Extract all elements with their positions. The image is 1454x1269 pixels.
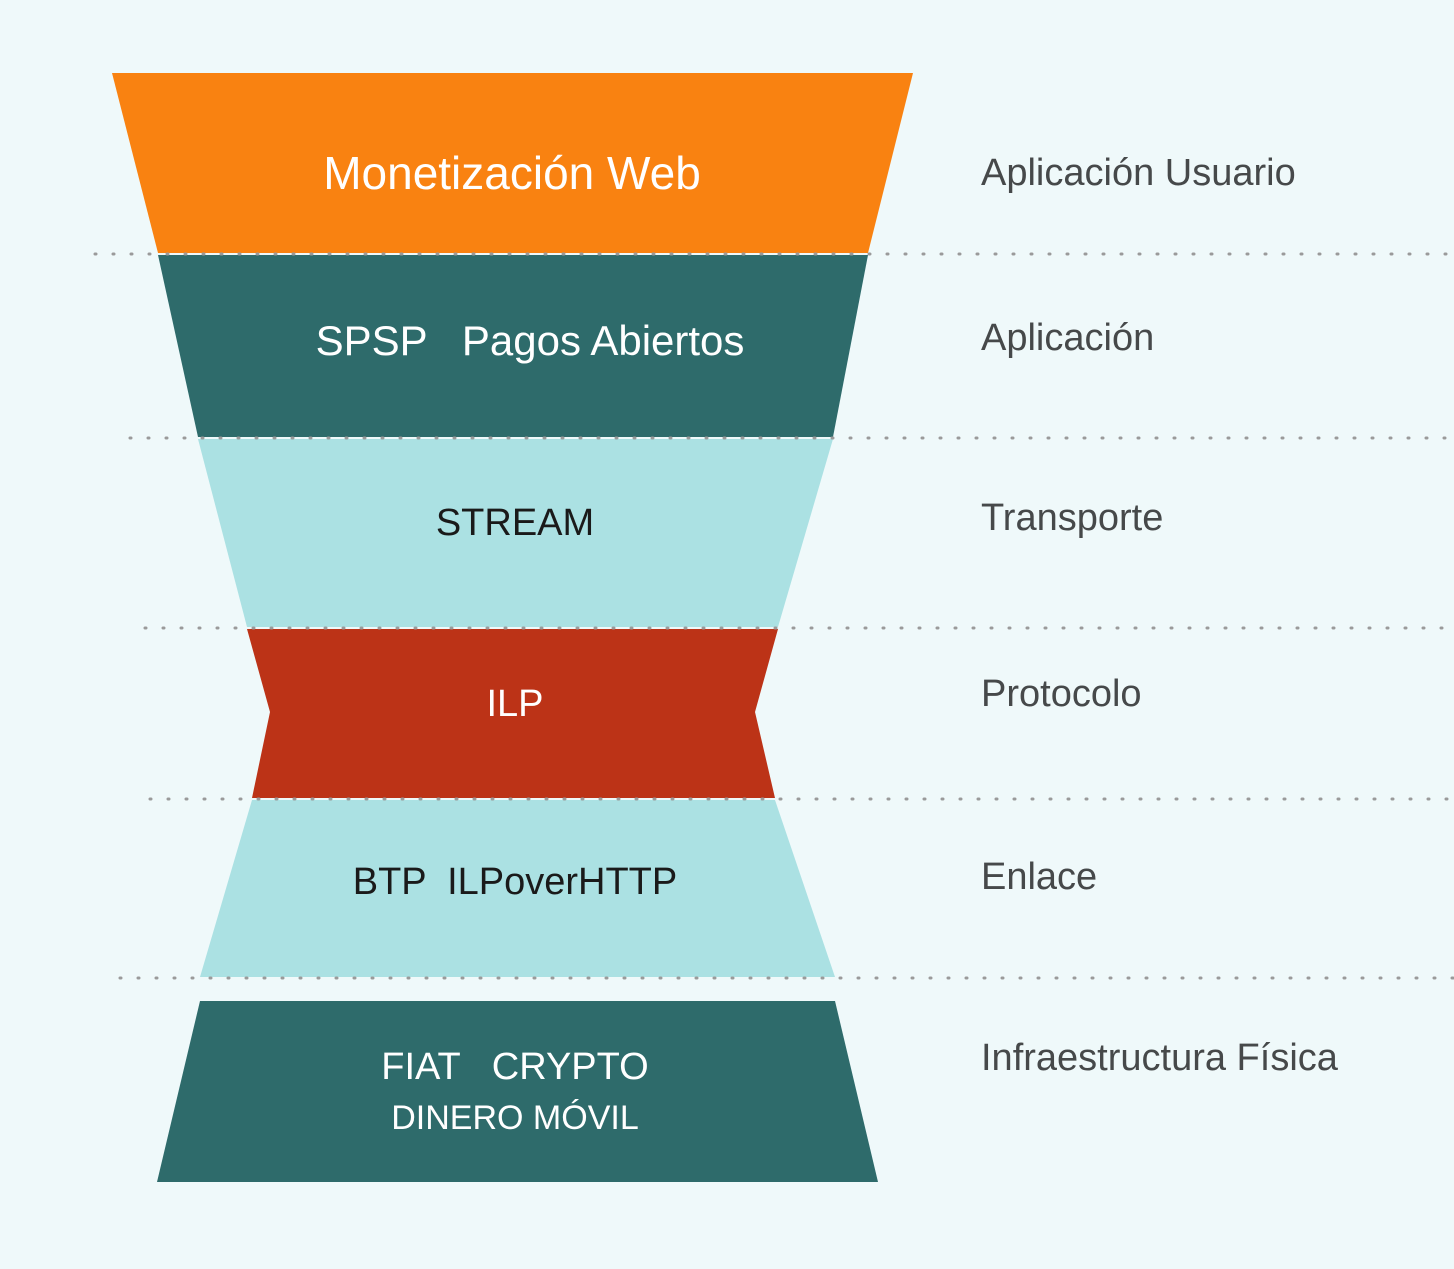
layer-shape-transporte[interactable] bbox=[198, 439, 833, 627]
side-label-transporte: Transporte bbox=[981, 497, 1164, 539]
layer-shape-enlace[interactable] bbox=[200, 800, 835, 977]
layer-shape-infraestructura-fisica[interactable] bbox=[157, 1001, 878, 1182]
side-label-aplicacion: Aplicación bbox=[981, 317, 1155, 359]
layer-shape-protocolo[interactable] bbox=[247, 629, 778, 798]
side-label-infraestructura-fisica: Infraestructura Física bbox=[981, 1037, 1338, 1079]
side-label-protocolo: Protocolo bbox=[981, 673, 1142, 715]
layer-shape-monetizacion-web[interactable] bbox=[112, 73, 913, 253]
side-label-enlace: Enlace bbox=[981, 856, 1098, 898]
side-label-aplicacion-usuario: Aplicación Usuario bbox=[981, 152, 1296, 194]
layer-shape-aplicacion[interactable] bbox=[158, 255, 868, 437]
